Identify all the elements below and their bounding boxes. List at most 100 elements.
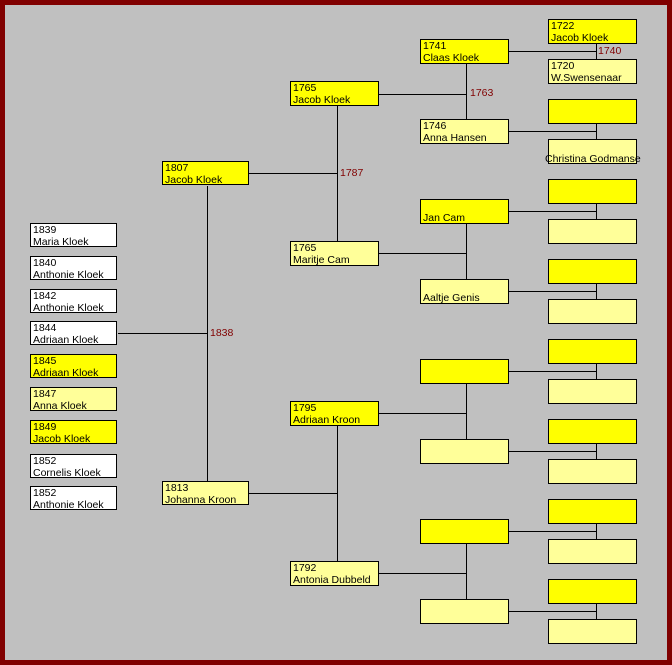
great-grandparent-box[interactable]: [420, 439, 509, 464]
birth-year: 1847: [33, 388, 57, 400]
gg-grandparent-box[interactable]: [548, 579, 637, 604]
person-name: Claas Kloek: [423, 52, 480, 64]
connector-line: [379, 413, 466, 414]
great-grandparent-box[interactable]: [420, 599, 509, 624]
connector-line: [508, 371, 596, 372]
person-name: Anthonie Kloek: [33, 269, 104, 281]
connector-line: [596, 124, 597, 139]
gg-grandparent-box[interactable]: [548, 99, 637, 124]
birth-year: 1840: [33, 257, 57, 269]
gg-grandparent-box[interactable]: [548, 179, 637, 204]
gg-grandparent-box[interactable]: [548, 339, 637, 364]
connector-line: [596, 44, 597, 59]
connector-line: [508, 531, 596, 532]
great-grandparent-box[interactable]: Aaltje Genis: [420, 279, 509, 304]
person-name: Jan Cam: [423, 212, 466, 224]
birth-year: 1792: [293, 562, 317, 574]
great-grandparent-box[interactable]: [420, 519, 509, 544]
great-grandparent-box[interactable]: Jan Cam: [420, 199, 509, 224]
person-name: Cornelis Kloek: [33, 467, 101, 479]
person-name: Jacob Kloek: [551, 32, 609, 44]
connector-line: [337, 106, 338, 241]
person-name: Anthonie Kloek: [33, 302, 104, 314]
birth-year: [423, 280, 508, 292]
gg-grandparent-box[interactable]: Christina Godmanse: [545, 139, 641, 165]
birth-year: 1849: [33, 421, 57, 433]
gg-grandparent-box[interactable]: [548, 219, 637, 244]
connector-line: [596, 364, 597, 379]
connector-line: [466, 384, 467, 439]
birth-year: 1795: [293, 402, 317, 414]
connector-line: [596, 204, 597, 219]
connector-line: [466, 224, 467, 279]
connector-line: [508, 131, 596, 132]
connector-line: [508, 611, 596, 612]
gg-grandparent-box[interactable]: [548, 459, 637, 484]
connector-line: [596, 524, 597, 539]
connector-line: [508, 291, 596, 292]
birth-year: 1765: [293, 242, 317, 254]
birth-year: 1741: [423, 40, 447, 52]
gg-grandparent-box[interactable]: [548, 259, 637, 284]
person-name: Adriaan Kroon: [293, 414, 361, 426]
birth-year: 1765: [293, 82, 317, 94]
birth-year: 1852: [33, 487, 57, 499]
connector-line: [596, 284, 597, 299]
gg-grandparent-box[interactable]: [548, 499, 637, 524]
connector-line: [508, 451, 596, 452]
birth-year: 1813: [165, 482, 189, 494]
connector-line: [466, 64, 467, 119]
great-grandparent-box[interactable]: [420, 359, 509, 384]
gg-grandparent-box[interactable]: [548, 619, 637, 644]
connector-line: [379, 94, 466, 95]
connector-line: [249, 173, 337, 174]
person-name: Johanna Kroon: [165, 494, 237, 506]
birth-year: 1720: [551, 60, 575, 72]
person-name: Adriaan Kloek: [33, 367, 99, 379]
gg-grandparent-box[interactable]: [548, 379, 637, 404]
connector-line: [596, 444, 597, 459]
person-name: Maritje Cam: [293, 254, 350, 266]
gg-grandparent-box[interactable]: [548, 419, 637, 444]
connector-line: [249, 493, 337, 494]
connector-line: [379, 573, 466, 574]
connector-line: [118, 333, 207, 334]
birth-year: [423, 200, 508, 212]
connector-line: [207, 186, 208, 481]
birth-year: 1844: [33, 322, 57, 334]
person-name: Jacob Kloek: [33, 433, 91, 445]
gg-grandparent-box[interactable]: [548, 539, 637, 564]
person-name: Jacob Kloek: [165, 174, 223, 186]
person-name: W.Swensenaar: [551, 72, 622, 84]
person-name: Antonia Dubbeld: [293, 574, 371, 586]
marriage-year: 1740: [598, 45, 622, 57]
birth-year: 1839: [33, 224, 57, 236]
birth-year: 1807: [165, 162, 189, 174]
marriage-year: 1838: [210, 327, 234, 339]
birth-year: 1852: [33, 455, 57, 467]
gg-grandparent-box[interactable]: [548, 299, 637, 324]
person-name: Aaltje Genis: [423, 292, 480, 304]
person-name: Anna Hansen: [423, 132, 487, 144]
connector-line: [508, 51, 596, 52]
person-name: Anthonie Kloek: [33, 499, 104, 511]
